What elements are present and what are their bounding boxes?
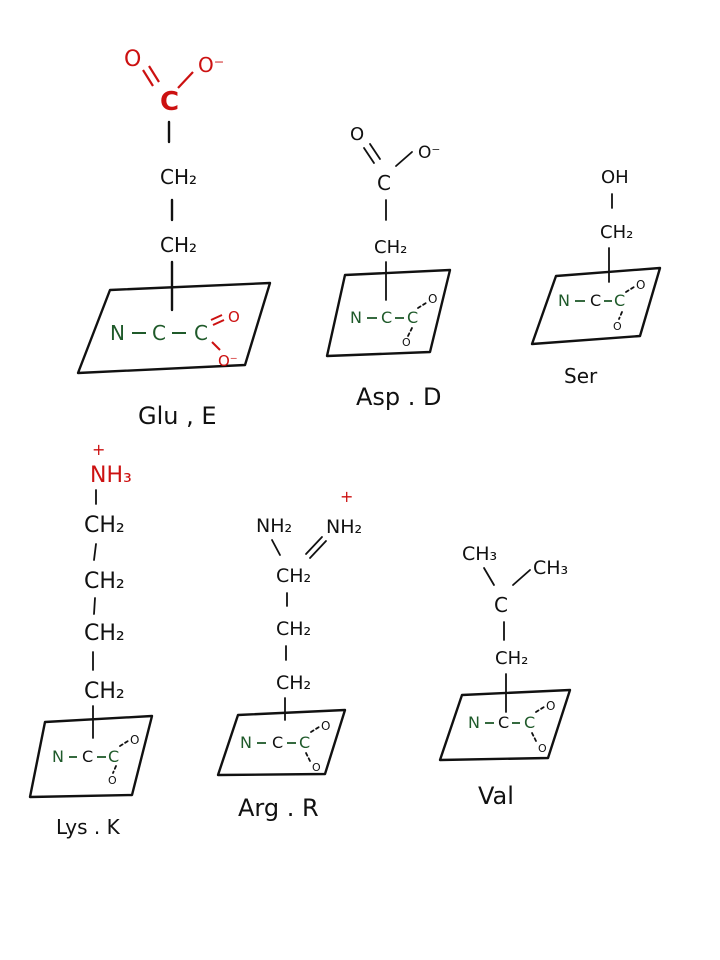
glu-backbone-plane [76, 281, 272, 375]
ser-o-eq: O [636, 278, 645, 292]
glu-o-top: O [124, 47, 141, 72]
lys-o-eq: O [130, 733, 139, 747]
val-name: Val [478, 782, 514, 810]
asp-name: Asp . D [356, 383, 442, 411]
asp-ca: C [381, 308, 392, 327]
lys-ch2-2: CH₂ [84, 569, 125, 594]
arg-ch2-2: CH₂ [276, 618, 311, 640]
glu-n: N [110, 321, 125, 345]
glu-carboxyl-c: C [160, 87, 179, 117]
lys-ch2-4: CH₂ [84, 679, 125, 704]
lys-n: N [52, 747, 64, 766]
val-backbone-plane [438, 688, 572, 762]
lys-ca: C [82, 747, 93, 766]
val-cc: C [524, 713, 535, 732]
arg-plus: + [340, 487, 353, 506]
glu-double-bond [142, 69, 154, 87]
asp-o-minus: O⁻ [418, 143, 440, 163]
asp-ch2: CH₂ [374, 237, 407, 258]
val-ch3-left: CH₃ [462, 543, 497, 565]
glu-structure: O O⁻ C CH₂ CH₂ N C C O O⁻ Glu , E [76, 47, 272, 430]
asp-backbone-plane [325, 268, 452, 358]
arg-n: N [240, 733, 252, 752]
val-ca: C [498, 713, 509, 732]
arg-ch2-1: CH₂ [276, 565, 311, 587]
lys-backbone-plane [28, 714, 154, 799]
lys-plus: + [92, 440, 105, 459]
ser-n: N [558, 291, 570, 310]
val-ch3-right: CH₃ [533, 557, 568, 579]
glu-cc: C [194, 321, 208, 345]
lys-ch2-1: CH₂ [84, 513, 125, 538]
arg-o-neg: O [312, 761, 321, 774]
val-c: C [494, 593, 508, 617]
ser-cc: C [614, 291, 625, 310]
asp-structure: O O⁻ C CH₂ N C C O O Asp . D [325, 124, 452, 411]
val-structure: CH₃ CH₃ C CH₂ N C C O O Val [438, 543, 572, 810]
val-ch2: CH₂ [495, 648, 528, 669]
val-n: N [468, 713, 480, 732]
glu-name: Glu , E [138, 402, 217, 430]
arg-backbone-plane [216, 708, 347, 777]
ser-backbone-plane [530, 266, 662, 346]
ser-ch2: CH₂ [600, 222, 633, 243]
lys-o-neg: O [108, 774, 117, 787]
glu-o-eq: O [228, 308, 240, 326]
asp-cc: C [407, 308, 418, 327]
lys-name: Lys . K [56, 815, 121, 839]
lys-nh3: NH₃ [90, 463, 132, 488]
arg-nh2-left: NH₂ [256, 515, 292, 537]
arg-name: Arg . R [238, 794, 319, 822]
asp-o-top: O [350, 124, 364, 145]
glu-o-neg: O⁻ [218, 352, 238, 370]
ser-name: Ser [564, 364, 598, 388]
glu-single-bond [177, 71, 194, 89]
arg-o-eq: O [321, 719, 330, 733]
val-o-eq: O [546, 699, 555, 713]
asp-n: N [350, 308, 362, 327]
lys-structure: + NH₃ CH₂ CH₂ CH₂ CH₂ N C C O O Lys . K [28, 440, 154, 839]
glu-o-minus: O⁻ [198, 53, 224, 77]
asp-carboxyl-c: C [377, 171, 391, 195]
arg-cc: C [299, 733, 310, 752]
asp-o-neg: O [402, 336, 411, 349]
arg-structure: NH₂ + NH₂ CH₂ CH₂ CH₂ N C C O O Arg . R [216, 487, 362, 822]
lys-cc: C [108, 747, 119, 766]
ser-o-neg: O [613, 320, 622, 333]
ser-structure: OH CH₂ N C C O O Ser [530, 167, 662, 388]
val-o-neg: O [538, 742, 547, 755]
ser-ca: C [590, 291, 601, 310]
arg-ch2-3: CH₂ [276, 672, 311, 694]
lys-ch2-3: CH₂ [84, 621, 125, 646]
glu-ca: C [152, 321, 166, 345]
asp-o-eq: O [428, 292, 437, 306]
glu-ch2-2: CH₂ [160, 233, 197, 257]
glu-ch2-1: CH₂ [160, 165, 197, 189]
arg-ca: C [272, 733, 283, 752]
arg-nh2-right: NH₂ [326, 516, 362, 538]
ser-oh: OH [601, 167, 629, 188]
